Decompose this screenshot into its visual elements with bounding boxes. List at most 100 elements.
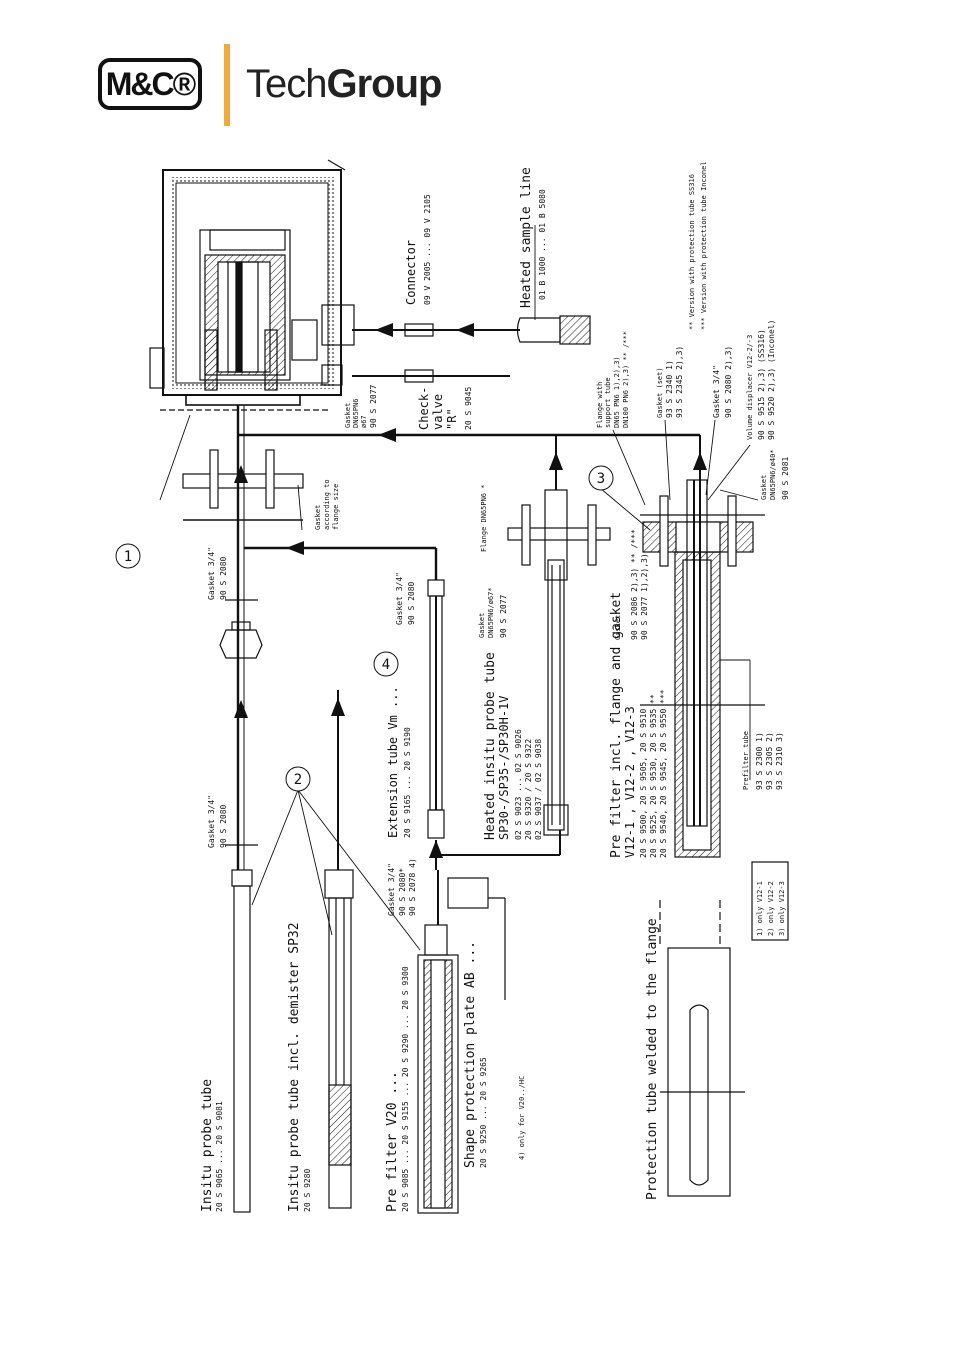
label-gasket-mid: Gasket [614,615,622,640]
label-check-valve-2: valve [431,394,445,430]
footnote-legend-box [751,861,789,941]
label-insitu-pn: 20 S 9065 ... 20 S 9081 [215,1101,224,1212]
label-gasket-dn65: Gasket [478,613,486,638]
label-gasket-34-a-pn: 90 S 2080 [219,556,228,600]
label-prefilter-tube-pn3: 93 S 2310 3) [775,732,784,790]
svg-text:1: 1 [124,549,132,565]
label-gasket-flange: Gasket [314,505,322,530]
label-gasket-mid-pn2: 90 S 2077 1),2),3) [640,553,649,640]
main-sample-path [236,405,701,870]
label-connector: Connector [404,240,418,305]
label-gasket-mid-pn1: 90 S 2086 2),3) ** /*** [630,529,639,640]
note-inconel: *** Version with protection tube Inconel [700,161,708,330]
label-gasket-right-pn: 90 S 2081 [781,456,790,500]
label-prefilter-tube: Prefilter tube [742,731,750,790]
svg-text:3: 3 [597,471,605,487]
legend-line-1: 1) only V12-1 [756,881,764,936]
label-gasket-dn65-pn: 90 S 2077 [499,594,508,638]
connector-fitting [219,599,263,846]
label-gasket-34-right-pn: 90 S 2080 2),3) [724,346,733,418]
protection-tube-part [659,900,745,1197]
label-heated-insitu-pn3: 02 S 9037 / 02 S 9038 [534,739,543,840]
probe-housing [149,159,355,411]
label-gasket-set: Gasket (set) [656,367,664,418]
label-flange-support-3: DN65 PN6 1),2),3) [613,356,621,428]
extension-tube-part [427,579,561,870]
label-flange-support-2: support tube [604,377,612,428]
label-volume-displacer: Volume displacer V12-2/-3 [746,335,754,440]
label-protection-tube: Protection tube welded to the flange [645,918,660,1200]
svg-text:4: 4 [382,657,390,673]
prefilter-v20-part [417,870,506,1214]
legend-line-2: 2) only V12-2 [767,881,775,936]
label-prefilter-v20: Pre filter V20 ... [385,1071,400,1212]
label-gasket-right-2: DN65PN6/ø40* [769,449,777,500]
label-extension-tube: Extension tube Vm ... [386,686,400,838]
mc-logo-text: M&C® [105,66,196,102]
label-gasket-top-2: DN65PN6 [352,398,360,428]
callout-markers: 1 2 3 4 [115,465,614,792]
label-gasket-34-b-pn: 90 S 2080 [219,804,228,848]
callout-leaders [159,225,759,951]
mc-logo-frame [98,58,202,110]
label-heated-insitu-pn1: 02 S 9023 ... 02 S 9026 [514,729,523,840]
label-gasket-34-d: Gasket 3/4" [387,863,396,916]
label-heated-insitu: Heated insitu probe tube [483,652,498,840]
label-gasket-34-d-pn2: 90 S 2078 4) [408,858,417,916]
callout-3: 3 [588,465,614,491]
note-4: 4) only for V20../HC [518,1076,526,1160]
legend-line-3: 3) only V12-3 [778,881,786,936]
label-prefilter-tube-pn1: 93 S 2300 1) [755,732,764,790]
label-shape-plate-pn: 20 S 9250 ... 20 S 9265 [479,1057,488,1168]
label-gasket-right: Gasket [760,475,768,500]
prefilter-v12-part [640,479,765,858]
flange-assembly-top [182,449,304,521]
company-logo: M&C® TechGroup [98,44,443,128]
label-check-valve-pn: 20 S 9045 [464,386,473,430]
label-check-valve-3: "R" [445,408,459,430]
label-flange-dn65: Flange DN65PN6 * [480,485,488,552]
flow-arrows [234,323,707,858]
label-volume-displacer-pn2: 90 S 9520 2),3) (Inconel) [767,320,776,440]
label-prefilter-v12: Pre filter incl. flange and gasket [609,592,624,858]
techgroup-wordmark: TechGroup [246,62,443,107]
label-prefilter-v12-pn2: 20 S 9525, 20 S 9530, 20 S 9535 ** [649,694,658,858]
callout-2: 2 [285,766,311,792]
label-gasket-34-c-pn: 90 S 2080 [407,581,416,625]
label-flange-support-4: DN100 PN6 2),3) ** /*** [622,331,630,428]
label-gasket-set-pn1: 93 S 2340 1) [665,360,674,418]
label-gasket-34-d-pn1: 90 S 2080* [398,868,407,916]
label-gasket-dn65-2: DN65PN6/ø67* [487,587,495,638]
note-ss316: ** Version with protection tube SS316 [688,174,696,330]
label-heated-line: Heated sample line [519,167,534,308]
label-prefilter-v20-pn: 20 S 9085 ... 20 S 9155 ... 20 S 9290 ..… [401,966,410,1212]
label-gasket-top-pn: 90 S 2077 [369,384,378,428]
label-gasket-flange-3: flange size [332,484,340,530]
part-labels: Heated sample line 01 B 1000 ... 01 B 50… [200,161,790,1212]
heated-insitu-probe-part [507,489,611,836]
label-gasket-top-3: ø67 [360,415,368,428]
insitu-demister-part [324,869,354,1209]
label-insitu-demister: Insitu probe tube incl. demister SP32 [287,922,302,1212]
insitu-probe-tube-part [231,869,253,1213]
label-insitu: Insitu probe tube [200,1079,215,1212]
callout-1: 1 [115,543,141,569]
label-prefilter-v12-2: V12-1 , V12-2 , V12-3 [623,706,637,858]
label-shape-plate: Shape protection plate AB ... [463,941,478,1168]
label-prefilter-tube-pn2: 93 S 2305 2) [765,732,774,790]
wordmark-bold: Group [326,62,443,106]
label-gasket-34-a: Gasket 3/4" [207,547,216,600]
svg-text:2: 2 [294,772,302,788]
label-extension-tube-pn: 20 S 9165 ... 20 S 9190 [403,727,412,838]
label-flange-support: Flange with [596,382,604,428]
logo-divider-bar [224,44,230,126]
label-gasket-set-pn2: 93 S 2345 2),3) [675,346,684,418]
label-gasket-34-c: Gasket 3/4" [395,572,404,625]
wordmark-light: Tech [246,62,327,106]
label-heated-insitu-2: SP30-/SP35-/SP30H-1V [497,696,511,841]
label-connector-pn: 09 V 2005 ... 09 V 2105 [423,194,432,305]
label-gasket-top: Gasket [344,403,352,428]
label-check-valve: Check- [417,387,431,430]
label-volume-displacer-pn1: 90 S 9515 2),3) (SS316) [757,329,766,440]
